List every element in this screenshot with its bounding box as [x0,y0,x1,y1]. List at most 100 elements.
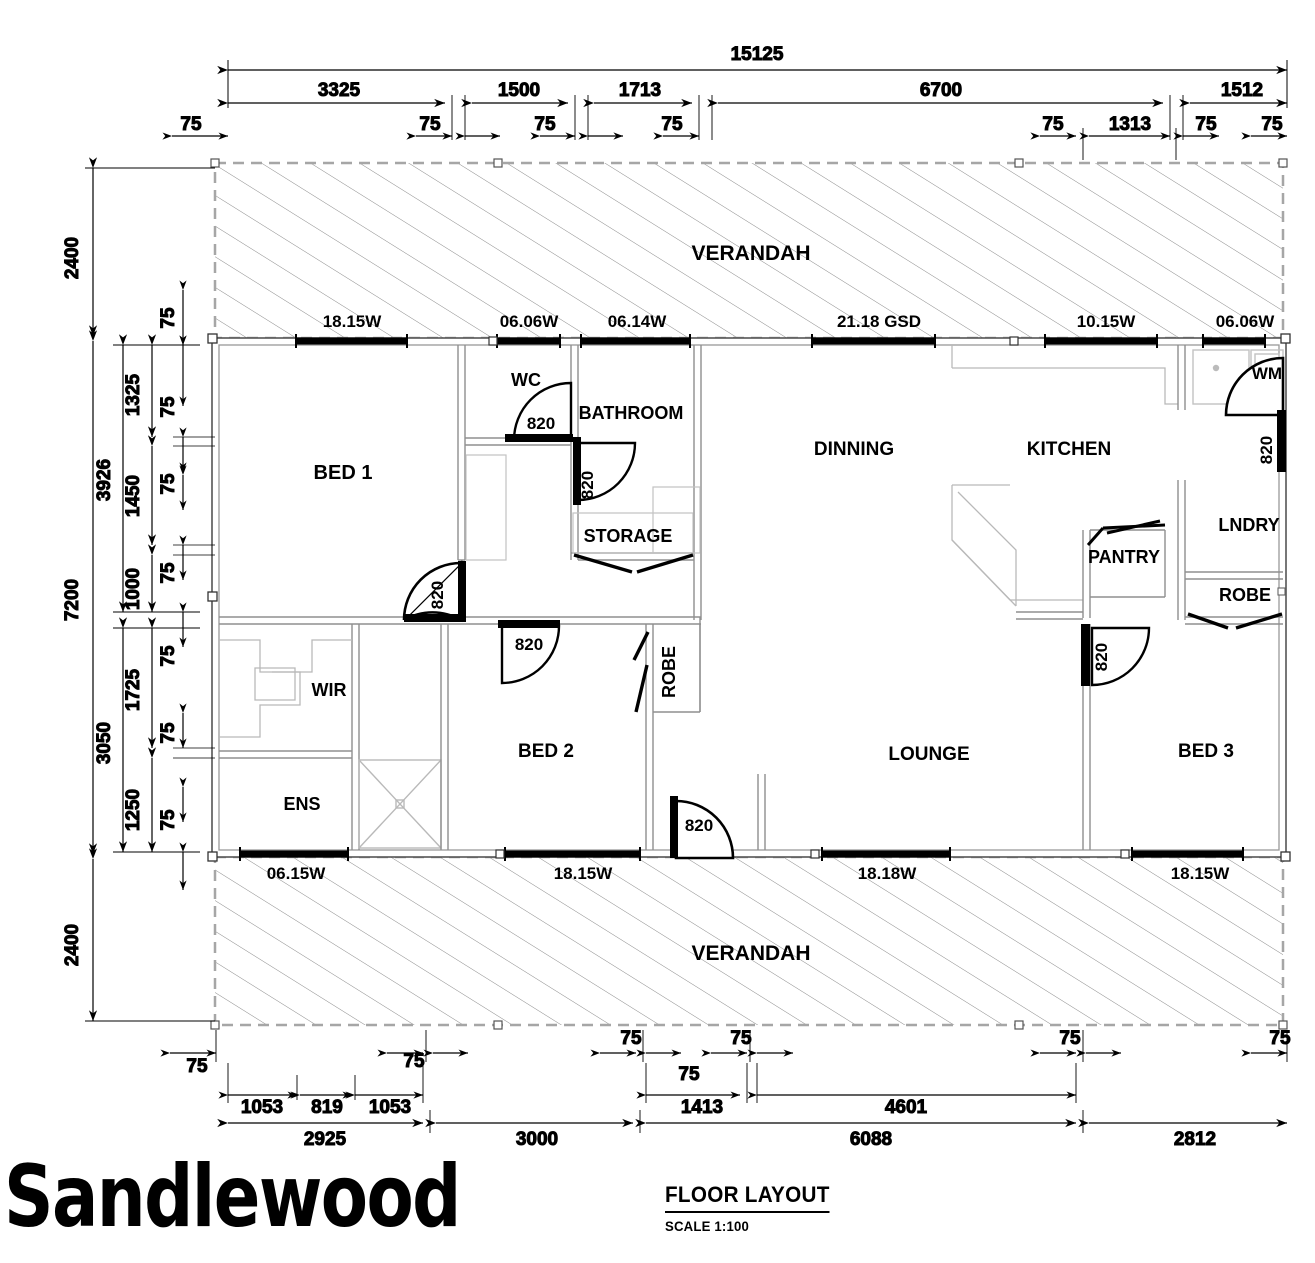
dim-left-75-d: 75 [158,562,179,584]
dim-left-1725: 1725 [123,668,144,711]
room-label-verandah-bottom: VERANDAH [691,942,810,965]
dim-bot-75-e: 75 [1059,1028,1081,1049]
door-lounge-entry: 820 [670,796,735,860]
door-wc: 820 [505,381,573,442]
dim-top-75-g: 75 [1261,114,1283,135]
room-label-bed3: BED 3 [1178,741,1234,762]
door-label-wc: 820 [527,414,555,433]
drawing-scale: SCALE 1:100 [665,1218,749,1234]
window-label-bottom-1: 06.15W [267,864,327,883]
dim-left-1000: 1000 [123,568,144,610]
dim-top-75-b: 75 [419,114,441,135]
dim-bot-819: 819 [311,1097,343,1118]
door-pantry [1086,519,1166,546]
window-label-top-3: 06.14W [608,312,668,331]
dim-bot-6088: 6088 [850,1129,892,1150]
dim-top-1313: 1313 [1109,114,1151,135]
internal-walls [219,345,1286,850]
door-label-lndry: 820 [1257,436,1276,464]
dim-top-1512: 1512 [1221,80,1263,101]
dimensions-bottom: 75 75 75 75 75 75 75 1053 819 1053 1413 [160,1028,1291,1151]
door-bed1: 820 [402,560,466,623]
dim-top-75-f: 75 [1195,114,1217,135]
dim-top-75-a: 75 [180,114,202,135]
room-label-storage: STORAGE [584,526,673,546]
door-robe-lndry [1187,612,1283,630]
dim-bot-1053-b: 1053 [369,1097,411,1118]
room-label-bed1: BED 1 [314,462,373,484]
door-robe-bed2 [632,631,650,713]
title-block: Sandlewood FLOOR LAYOUT SCALE 1:100 [0,1154,1315,1263]
dim-left-3050: 3050 [94,722,115,764]
dim-left-75-b: 75 [158,396,179,418]
dim-bot-1053-a: 1053 [241,1097,283,1118]
wall-reference-nodes [488,336,1130,859]
dim-left-75-e: 75 [158,645,179,667]
dim-bot-2812: 2812 [1174,1129,1216,1150]
dim-bot-2925: 2925 [304,1129,347,1150]
room-labels: BED 1 WC BATHROOM STORAGE DINNING KITCHE… [283,364,1282,814]
brand-name: Sandlewood [4,1147,461,1247]
dim-top-75-e: 75 [1042,114,1064,135]
drawing-title: FLOOR LAYOUT [665,1182,830,1213]
dim-top-3325: 3325 [318,80,361,101]
dim-bot-75-c: 75 [620,1028,642,1049]
room-label-lndry: LNDRY [1218,515,1279,535]
door-storage [573,553,694,574]
room-label-bathroom: BATHROOM [579,403,684,423]
dim-left-overall: 7200 [62,579,83,621]
dim-bot-75-f: 75 [1269,1028,1291,1049]
window-label-top-1: 18.15W [323,312,383,331]
dim-top-overall: 15125 [731,44,784,65]
dim-left-1250: 1250 [123,789,144,831]
dim-bot-4601: 4601 [885,1097,928,1118]
dim-bot-75-a: 75 [186,1056,208,1077]
verandah-bottom: VERANDAH [210,855,1288,1030]
door-label-bathroom: 820 [578,471,597,499]
room-label-verandah-top: VERANDAH [691,242,810,265]
door-bed2: 820 [498,620,561,685]
room-label-wc: WC [511,370,541,390]
dim-left-75-c: 75 [158,473,179,495]
room-label-pantry: PANTRY [1088,547,1160,567]
room-label-wm: WM [1252,364,1282,383]
room-label-dinning: DINNING [814,439,894,460]
room-label-lounge: LOUNGE [888,744,969,765]
window-label-bottom-4: 18.15W [1171,864,1231,883]
window-label-bottom-2: 18.15W [554,864,614,883]
dim-left-1450: 1450 [123,475,144,517]
room-label-robe-bed2: ROBE [659,646,679,698]
room-label-robe-lndry: ROBE [1219,585,1271,605]
dim-left-75-f: 75 [158,722,179,744]
door-label-bed2: 820 [515,635,543,654]
dimensions-left: 2400 7200 2400 3926 3050 1325 1450 1000 [62,157,215,1022]
door-bed3: 820 [1081,624,1151,687]
window-label-bottom-3: 18.18W [858,864,918,883]
dim-bot-75-g: 75 [678,1064,700,1085]
dim-top-75-c: 75 [534,114,556,135]
dim-bot-75-d: 75 [730,1028,752,1049]
dim-top-6700: 6700 [920,80,962,101]
dim-left-75-g: 75 [158,809,179,831]
dimensions-top: 15125 3325 1500 1713 6700 1512 [162,44,1288,160]
window-labels: 18.15W 06.06W 06.14W 21.18 GSD 10.15W 06… [267,312,1276,883]
door-label-lounge: 820 [685,816,713,835]
window-label-top-2: 06.06W [500,312,560,331]
dim-top-75-d: 75 [661,114,683,135]
window-label-top-6: 06.06W [1216,312,1276,331]
window-label-top-5: 10.15W [1077,312,1137,331]
dim-left-75-a: 75 [158,307,179,329]
door-bathroom: 820 [573,437,637,505]
window-jamb-ticks [239,334,1266,861]
dim-left-1325: 1325 [123,373,144,416]
dim-left-3926: 3926 [94,459,115,501]
dim-top-1500: 1500 [498,80,540,101]
dim-bot-3000: 3000 [516,1129,558,1150]
room-label-wir: WIR [312,680,347,700]
dim-top-1713: 1713 [619,80,661,101]
window-label-top-4: 21.18 GSD [837,312,921,331]
door-label-bed1: 820 [428,581,447,609]
dim-bot-75-b: 75 [403,1051,425,1072]
room-label-ens: ENS [283,794,320,814]
